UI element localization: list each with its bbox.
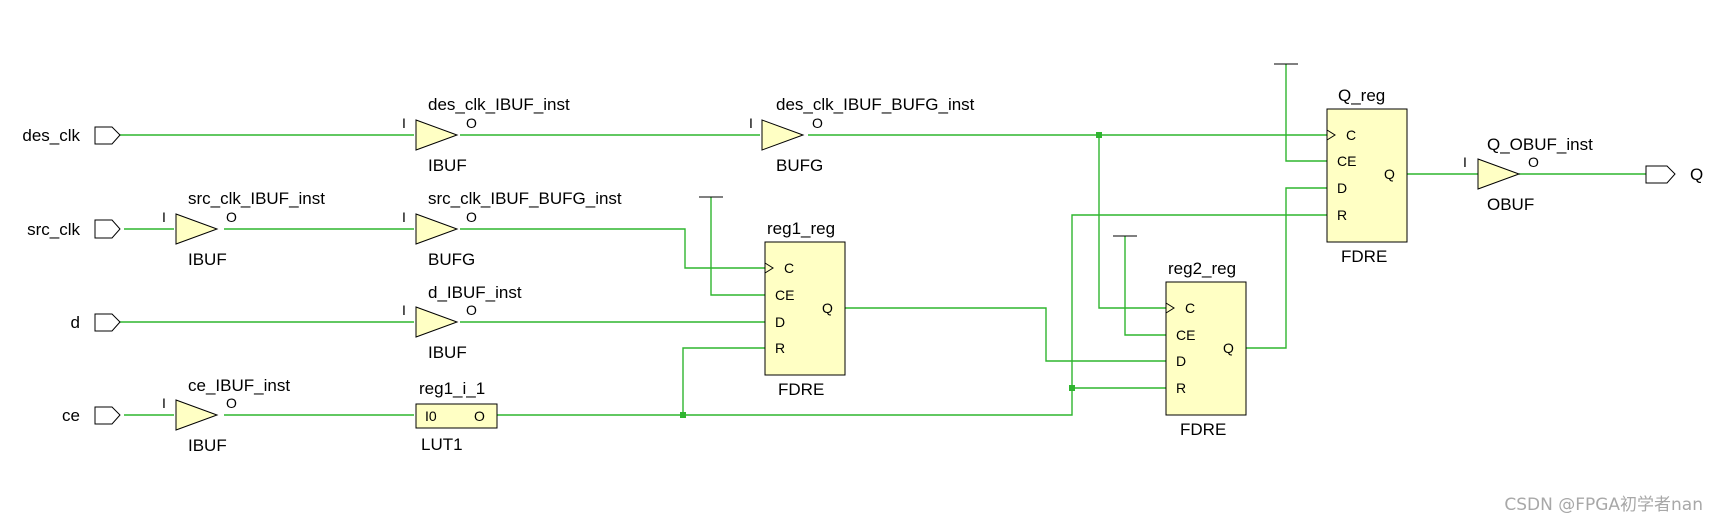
cell-type: FDRE [778, 380, 824, 399]
net-lut-to-reg1-r[interactable] [682, 347, 765, 415]
junction-dot [680, 412, 686, 418]
fdre-reg2[interactable]: reg2_reg C CE D R Q FDRE [1165, 259, 1247, 439]
cell-type: FDRE [1341, 247, 1387, 266]
pin-label: O [226, 209, 237, 225]
cell-type: LUT1 [421, 435, 463, 454]
net-reg2-q[interactable] [1246, 187, 1327, 349]
d-ibuf[interactable]: d_IBUF_inst I O IBUF [402, 283, 522, 362]
junction-dot [1069, 385, 1075, 391]
pin-label: I [162, 209, 166, 225]
cell-name: src_clk_IBUF_inst [188, 189, 325, 208]
pin-label: D [1176, 353, 1186, 369]
cell-type: BUFG [776, 156, 823, 175]
pin-label: Q [822, 300, 833, 316]
cell-type: BUFG [428, 250, 475, 269]
cell-name: des_clk_IBUF_BUFG_inst [776, 95, 975, 114]
port-label: ce [62, 406, 80, 425]
port-label: src_clk [27, 220, 80, 239]
cell-type: IBUF [428, 156, 467, 175]
pin-label: I [402, 209, 406, 225]
pin-label: O [474, 408, 485, 424]
port-label: d [71, 313, 80, 332]
pin-label: Q [1384, 166, 1395, 182]
pin-label: C [1346, 127, 1356, 143]
port-label: Q [1690, 165, 1703, 184]
clock-marker [764, 262, 774, 274]
ce-ibuf[interactable]: ce_IBUF_inst I O IBUF [162, 376, 290, 455]
net-reg2-ce-tie[interactable] [1124, 236, 1166, 336]
watermark-text: CSDN @FPGA初学者nan [1504, 495, 1703, 515]
port-d[interactable]: d [71, 313, 121, 332]
pin-label: R [1337, 207, 1347, 223]
pin-label: CE [1337, 153, 1356, 169]
net-reg1-q[interactable] [845, 307, 1166, 362]
pin-label: R [775, 340, 785, 356]
pin-label: O [466, 209, 477, 225]
port-des-clk[interactable]: des_clk [22, 126, 121, 145]
src-clk-bufg[interactable]: src_clk_IBUF_BUFG_inst I O BUFG [402, 189, 622, 269]
net-des-clk-to-reg2[interactable] [1098, 135, 1166, 309]
src-clk-ibuf[interactable]: src_clk_IBUF_inst I O IBUF [162, 189, 325, 269]
clock-marker [1165, 302, 1175, 314]
net-qreg-ce-tie[interactable] [1285, 64, 1327, 162]
pin-label: CE [775, 287, 794, 303]
nets [112, 64, 1646, 418]
pin-label: R [1176, 380, 1186, 396]
q-obuf[interactable]: Q_OBUF_inst I O OBUF [1463, 135, 1593, 214]
lut1-reg1-i-1[interactable]: reg1_i_1 I0 O LUT1 [415, 379, 498, 454]
pin-label: D [775, 314, 785, 330]
cell-name: reg1_i_1 [419, 379, 485, 398]
pin-label: Q [1223, 340, 1234, 356]
cell-name: reg2_reg [1168, 259, 1236, 278]
cell-type: OBUF [1487, 195, 1534, 214]
pin-label: C [1185, 300, 1195, 316]
cell-name: des_clk_IBUF_inst [428, 95, 570, 114]
port-src-clk[interactable]: src_clk [27, 219, 121, 239]
port-q[interactable]: Q [1645, 165, 1703, 184]
port-ce[interactable]: ce [62, 406, 121, 425]
cell-name: reg1_reg [767, 219, 835, 238]
pin-label: O [466, 115, 477, 131]
pin-label: O [1528, 154, 1539, 170]
pin-label: O [466, 302, 477, 318]
pin-label: I0 [425, 408, 437, 424]
pin-label: I [162, 395, 166, 411]
cell-type: FDRE [1180, 420, 1226, 439]
cell-type: IBUF [188, 436, 227, 455]
pin-label: D [1337, 180, 1347, 196]
cell-name: ce_IBUF_inst [188, 376, 290, 395]
fdre-reg1[interactable]: reg1_reg C CE D R Q FDRE [764, 219, 846, 399]
cell-name: Q_OBUF_inst [1487, 135, 1593, 154]
cell-type: IBUF [188, 250, 227, 269]
pin-label: C [784, 260, 794, 276]
cell-type: IBUF [428, 343, 467, 362]
pin-label: O [812, 115, 823, 131]
cell-name: d_IBUF_inst [428, 283, 522, 302]
des-clk-ibuf[interactable]: des_clk_IBUF_inst I O IBUF [402, 95, 570, 175]
pin-label: CE [1176, 327, 1195, 343]
net-reg1-ce-tie[interactable] [710, 197, 765, 296]
clock-marker [1326, 129, 1336, 141]
net-lut-out[interactable] [497, 214, 1327, 416]
pin-label: O [226, 395, 237, 411]
des-clk-bufg[interactable]: des_clk_IBUF_BUFG_inst I O BUFG [749, 95, 975, 175]
port-label: des_clk [22, 126, 80, 145]
pin-label: I [402, 302, 406, 318]
cell-name: src_clk_IBUF_BUFG_inst [428, 189, 622, 208]
junction-dot [1096, 132, 1102, 138]
pin-label: I [402, 115, 406, 131]
fdre-q-reg[interactable]: Q_reg C CE D R Q FDRE [1326, 86, 1408, 266]
pin-label: I [749, 115, 753, 131]
pin-label: I [1463, 154, 1467, 170]
cell-name: Q_reg [1338, 86, 1385, 105]
net-src-clk-bufg-out[interactable] [460, 228, 765, 269]
